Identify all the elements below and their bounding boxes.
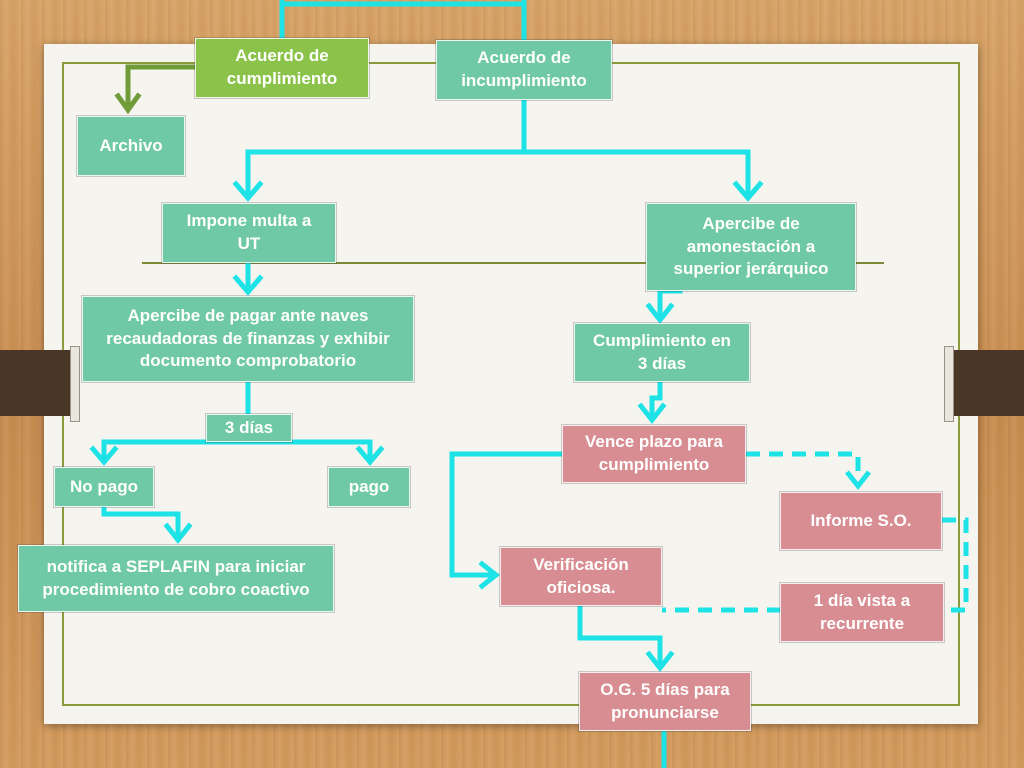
dashed-vence-informe xyxy=(746,451,861,478)
node-og-5-dias: O.G. 5 días para pronunciarse xyxy=(579,672,751,731)
arrow-archivo xyxy=(114,92,142,115)
arrow-no-pago xyxy=(89,445,119,466)
node-cumplimiento-3-dias: Cumplimiento en 3 días xyxy=(574,323,750,382)
arrow-impone-multa xyxy=(232,180,264,202)
binder-clip-left-tab xyxy=(70,346,80,422)
node-acuerdo-incumplimiento: Acuerdo de incumplimiento xyxy=(436,40,612,100)
node-archivo: Archivo xyxy=(77,116,185,176)
node-no-pago: No pago xyxy=(54,467,154,507)
node-vence-plazo: Vence plazo para cumplimiento xyxy=(562,425,746,483)
arrow-pago xyxy=(355,445,385,466)
node-impone-multa: Impone multa a UT xyxy=(162,203,336,263)
arrow-notifica xyxy=(163,522,193,545)
node-un-dia-vista: 1 día vista a recurrente xyxy=(780,583,944,642)
connector-verificacion-og xyxy=(577,603,663,669)
arrow-og-5-dias xyxy=(645,650,675,673)
arrow-verificacion xyxy=(478,560,501,590)
node-informe-so: Informe S.O. xyxy=(780,492,942,550)
arrow-informe-so xyxy=(845,470,871,491)
binder-clip-right xyxy=(948,350,1024,416)
arrow-apercibe-pagar xyxy=(232,274,264,296)
node-3-dias: 3 días xyxy=(206,414,292,442)
binder-clip-left xyxy=(0,350,76,416)
node-verificacion-oficiosa: Verificación oficiosa. xyxy=(500,547,662,606)
connector-cumplimiento-vence xyxy=(649,379,663,421)
connector-amonestacion-cumplimiento xyxy=(657,288,683,321)
node-pago: pago xyxy=(328,467,410,507)
connector-vence-verificacion xyxy=(449,451,565,578)
binder-clip-right-tab xyxy=(944,346,954,422)
node-acuerdo-cumplimiento: Acuerdo de cumplimiento xyxy=(195,38,369,98)
arrow-amonestacion xyxy=(732,180,764,202)
node-apercibe-amonestacion: Apercibe de amonestación a superior jerá… xyxy=(646,203,856,291)
connector-nopago-notifica xyxy=(101,503,181,541)
node-apercibe-pagar: Apercibe de pagar ante naves recaudadora… xyxy=(82,296,414,382)
divider-line xyxy=(142,262,884,264)
node-notifica-seplafin: notifica a SEPLAFIN para iniciar procedi… xyxy=(18,545,334,612)
arrow-vence-plazo xyxy=(637,402,667,425)
connector-cumplimiento-archivo xyxy=(125,64,199,111)
arrow-cumplimiento-3-dias xyxy=(645,302,675,325)
